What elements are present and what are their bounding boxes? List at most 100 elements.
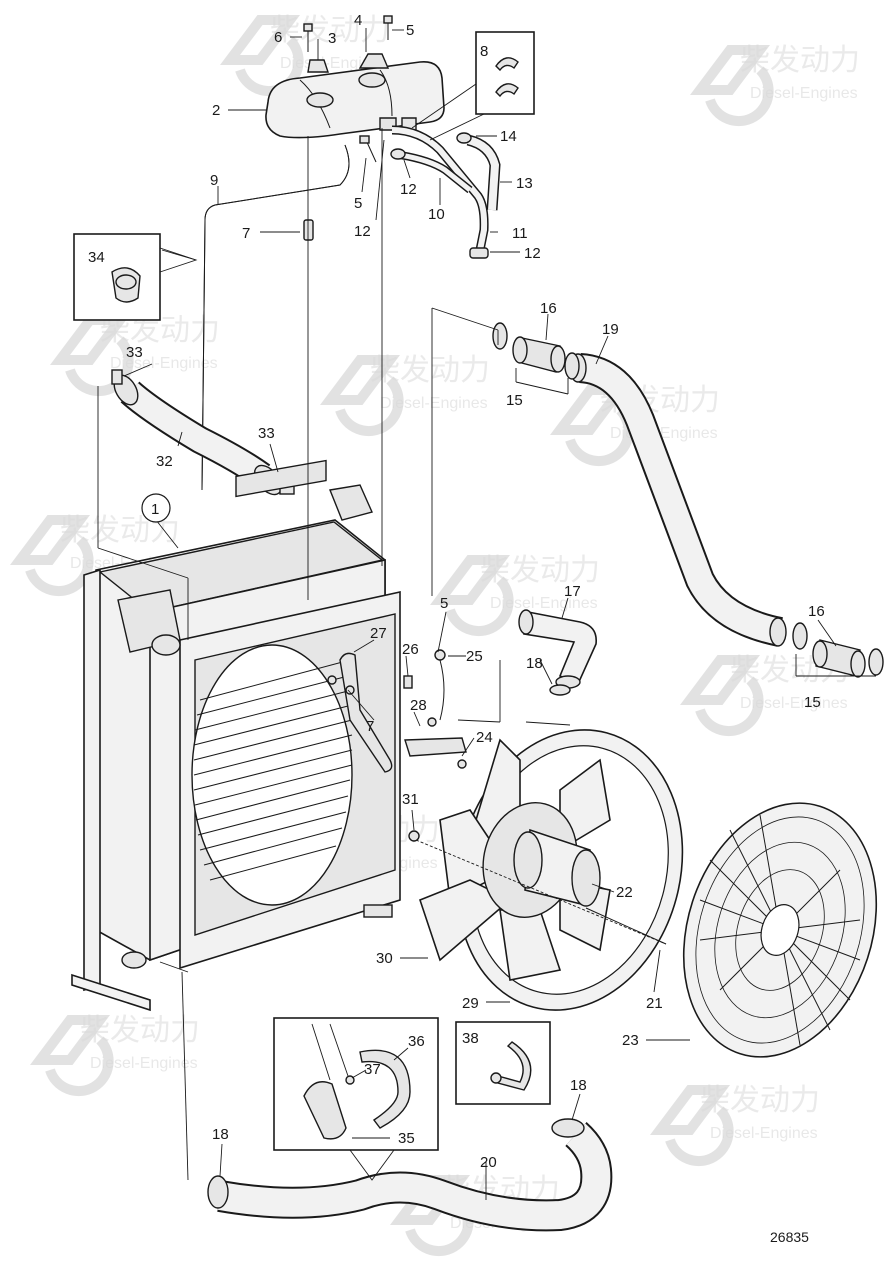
callout-37: 37 [364, 1061, 381, 1078]
callout-34: 34 [88, 249, 105, 266]
watermark-logo: 柴发动力 Diesel-Engines [690, 43, 860, 127]
callout-leaders [123, 28, 837, 1200]
callout-32: 32 [156, 453, 173, 470]
callout-29: 29 [462, 995, 479, 1012]
watermark-text-en: Diesel-Engines [490, 595, 598, 612]
callout-12: 12 [354, 223, 371, 240]
watermark-text-en: Diesel-Engines [90, 1055, 198, 1072]
callout-33: 33 [126, 344, 143, 361]
watermark-logo: 柴发动力 Diesel-Engines [30, 1013, 200, 1097]
callout-28: 28 [410, 697, 427, 714]
callout-20: 20 [480, 1154, 497, 1171]
watermark-text-cn: 柴发动力 [370, 353, 490, 388]
inset-box-35-37 [273, 1017, 439, 1181]
callout-10: 10 [428, 206, 445, 223]
callout-16: 16 [540, 300, 557, 317]
watermark-text-cn: 柴发动力 [740, 43, 860, 78]
callout-22: 22 [616, 884, 633, 901]
assembly-lines [97, 128, 876, 1181]
hose-19 [569, 353, 787, 647]
watermark-text-cn: 柴发动力 [480, 553, 600, 588]
elbow-17 [518, 609, 597, 696]
brackets [327, 649, 467, 773]
radiator-core-fins [193, 659, 353, 881]
callout-circle-1 [141, 493, 171, 523]
expansion-tank [265, 53, 445, 139]
inset-box-34 [73, 233, 198, 321]
clamp-15 [564, 352, 580, 380]
callout-7: 7 [242, 225, 250, 242]
clamp-15 [792, 622, 808, 650]
watermark-text-cn: 柴发动力 [270, 13, 390, 48]
clamp-33 [111, 369, 123, 385]
callout-12: 12 [524, 245, 541, 262]
sleeve-7 [303, 219, 314, 241]
watermark-logo: 柴发动力 Diesel-Engines [430, 553, 600, 637]
callout-18: 18 [212, 1126, 229, 1143]
callout-13: 13 [516, 175, 533, 192]
watermark-text-cn: 柴发动力 [700, 1083, 820, 1118]
watermark-layer: 柴发动力 Diesel-Engines 柴发动力 Diesel-Engines … [10, 13, 860, 1257]
clamp-18 [207, 1175, 229, 1209]
clamp-18 [551, 1118, 585, 1138]
callout-5: 5 [440, 595, 448, 612]
callout-24: 24 [476, 729, 493, 746]
callout-38: 38 [462, 1030, 479, 1047]
fan-guard-23 [682, 802, 878, 1058]
connector-16-bottom [792, 622, 884, 678]
callout-15: 15 [804, 694, 821, 711]
callout-19: 19 [602, 321, 619, 338]
clamp-18 [549, 684, 571, 696]
inset-box-38 [455, 1021, 551, 1105]
connector-16-top [492, 322, 580, 380]
hose-32 [111, 369, 295, 496]
callout-1: 1 [151, 501, 159, 518]
callout-26: 26 [402, 641, 419, 658]
watermark-logo: 柴发动力 Diesel-Engines [680, 653, 850, 737]
watermark-text-en: Diesel-Engines [380, 395, 488, 412]
callout-23: 23 [622, 1032, 639, 1049]
callout-15: 15 [506, 392, 523, 409]
fan-30 [408, 738, 667, 981]
callout-12: 12 [400, 181, 417, 198]
clamp-15 [492, 322, 508, 350]
callout-labels: 1 2 3 4 5 5 5 6 7 7 8 9 10 11 12 12 12 1… [88, 12, 825, 1171]
callout-16: 16 [808, 603, 825, 620]
watermark-logo: 柴发动力 Diesel-Engines [320, 353, 490, 437]
callout-33: 33 [258, 425, 275, 442]
watermark-logo: 柴发动力 Diesel-Engines [220, 13, 390, 97]
callout-21: 21 [646, 995, 663, 1012]
watermark-text-cn: 柴发动力 [80, 1013, 200, 1048]
hose-20 [207, 1118, 613, 1232]
callout-2: 2 [212, 102, 220, 119]
watermark-text-en: Diesel-Engines [110, 355, 218, 372]
drawing-number: 26835 [770, 1229, 809, 1245]
clamp-15 [868, 648, 884, 676]
watermark-text-en: Diesel-Engines [710, 1125, 818, 1142]
rod-21 [415, 839, 667, 945]
callout-30: 30 [376, 950, 393, 967]
callout-36: 36 [408, 1033, 425, 1050]
callout-9: 9 [210, 172, 218, 189]
callout-31: 31 [402, 791, 419, 808]
callout-6: 6 [274, 29, 282, 46]
callout-8: 8 [480, 43, 488, 60]
nut-31 [408, 830, 420, 842]
watermark-text-en: Diesel-Engines [610, 425, 718, 442]
watermark-text-en: Diesel-Engines [750, 85, 858, 102]
callout-18: 18 [570, 1077, 587, 1094]
callout-4: 4 [354, 12, 362, 29]
callout-27: 27 [370, 625, 387, 642]
watermark-logo: 柴发动力 Diesel-Engines [650, 1083, 820, 1167]
callout-5: 5 [406, 22, 414, 39]
callout-11: 11 [512, 225, 528, 242]
callout-7: 7 [366, 718, 374, 735]
callout-3: 3 [328, 30, 336, 47]
callout-35: 35 [398, 1130, 415, 1147]
hoses-10-11-13 [390, 125, 501, 259]
callout-25: 25 [466, 648, 483, 665]
callout-17: 17 [564, 583, 581, 600]
callout-14: 14 [500, 128, 517, 145]
